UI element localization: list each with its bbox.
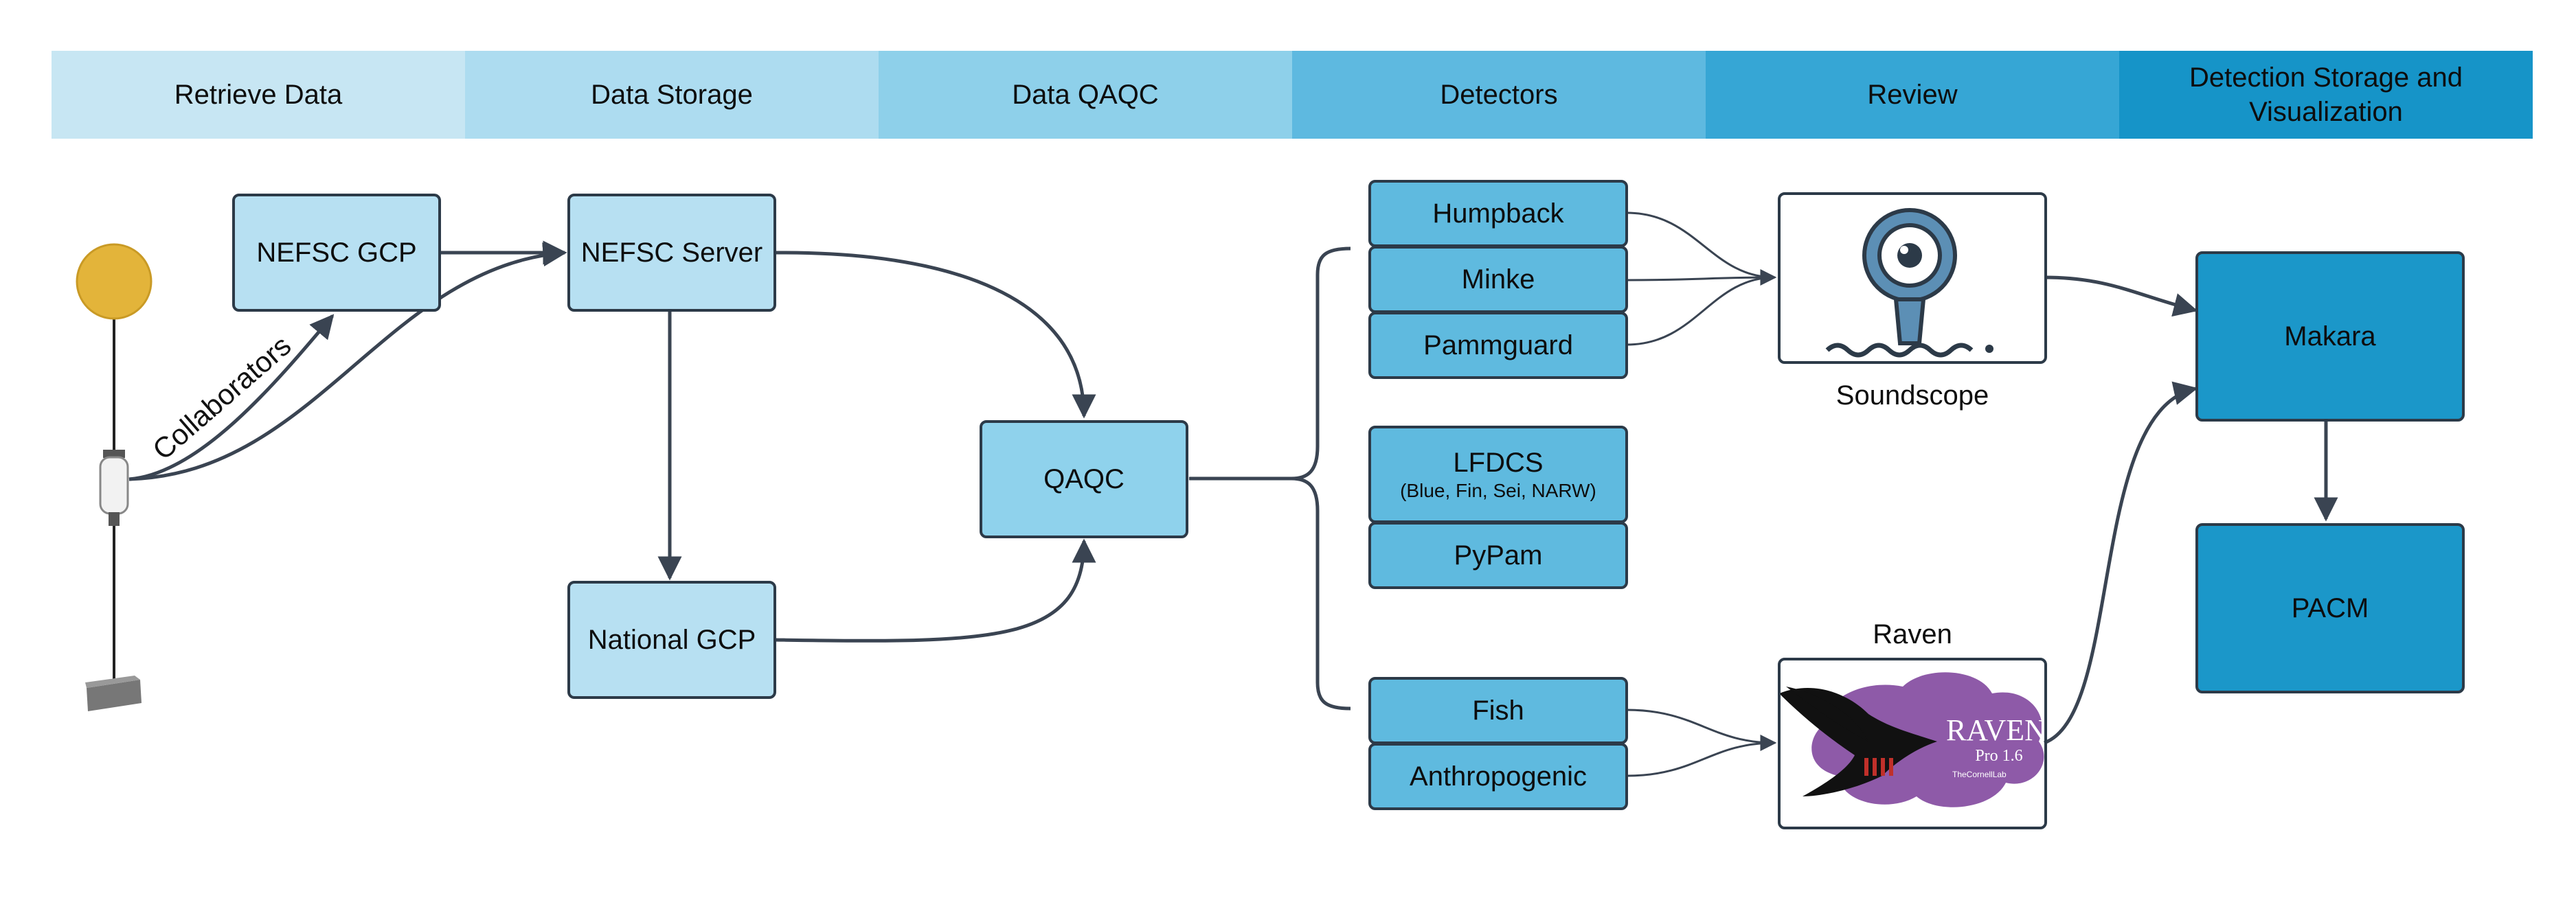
detector-label: Minke [1461,264,1535,295]
node-label: NEFSC Server [580,238,763,268]
detector-pammguard[interactable]: Pammguard [1368,312,1628,379]
review-raven-box[interactable] [1778,658,2047,829]
detector-bracket [1189,246,1351,711]
stage-bg-storage [465,51,879,139]
stage-data-storage: Data Storage [591,80,753,110]
node-pacm[interactable]: PACM [2195,523,2465,693]
detector-label: Pammguard [1423,330,1573,360]
hydrophone-mooring-icon [76,243,152,711]
stage-bg-review [1706,51,2119,139]
detector-label: Fish [1472,695,1524,726]
stage-bg-detectors [1292,51,1706,139]
detector-humpback[interactable]: Humpback [1368,180,1628,247]
raven-caption: Raven [1873,619,1952,649]
collaborators-label: Collaborators [146,329,297,465]
stage-bg-visualization [2119,51,2533,139]
node-nefsc-server[interactable]: NEFSC Server [567,194,776,312]
edge-national-gcp-to-qaqc [774,538,1096,643]
edge-server-to-qaqc [774,251,1096,419]
raven-logo-org: TheCornellLab [1952,770,2007,779]
detector-sublabel: (Blue, Fin, Sei, NARW) [1400,480,1596,501]
stage-detectors: Detectors [1440,80,1558,110]
detector-anthropogenic[interactable]: Anthropogenic [1368,743,1628,810]
stage-review: Review [1867,80,1958,110]
edges-detectors-to-soundscope [1626,211,1777,346]
stage-bg-qaqc [879,51,1292,139]
stage-retrieve-data: Retrieve Data [174,80,343,110]
soundscope-caption: Soundscope [1835,380,1989,411]
node-label: National GCP [587,625,756,655]
detector-pypam[interactable]: PyPam [1368,522,1628,589]
stage-banner [52,51,2533,139]
edges-detectors-to-raven [1626,709,1777,777]
edge-collaborators [128,314,335,481]
edge-soundscope-to-makara [2044,275,2198,317]
edge-hydrophone-to-server [128,242,567,481]
node-makara[interactable]: Makara [2195,251,2465,422]
soundscope-logo-icon [1825,208,1993,358]
node-label: QAQC [1043,464,1125,494]
detector-label: Humpback [1432,198,1564,229]
node-national-gcp[interactable]: National GCP [567,581,776,699]
detector-label: PyPam [1454,540,1543,571]
detector-fish[interactable]: Fish [1368,677,1628,744]
review-soundscope-box[interactable] [1778,192,2047,364]
detector-minke[interactable]: Minke [1368,246,1628,313]
edge-raven-to-makara [2044,381,2198,745]
node-label: NEFSC GCP [256,238,417,268]
node-nefsc-gcp[interactable]: NEFSC GCP [232,194,441,312]
detector-label: Anthropogenic [1410,761,1587,792]
node-label: PACM [2291,593,2369,623]
stage-data-qaqc: Data QAQC [1012,80,1159,110]
raven-logo-version: Pro 1.6 [1975,747,2022,765]
node-label: Makara [2284,321,2376,352]
stage-bg-retrieve [52,51,465,139]
raven-logo-title: RAVEN [1946,713,2046,747]
stage-detection-storage: Detection Storage and Visualization [2189,62,2463,127]
node-qaqc[interactable]: QAQC [980,420,1188,538]
detector-label: LFDCS [1453,448,1544,478]
raven-logo-icon [1779,672,2044,807]
detector-lfdcs[interactable]: LFDCS (Blue, Fin, Sei, NARW) [1368,426,1628,523]
